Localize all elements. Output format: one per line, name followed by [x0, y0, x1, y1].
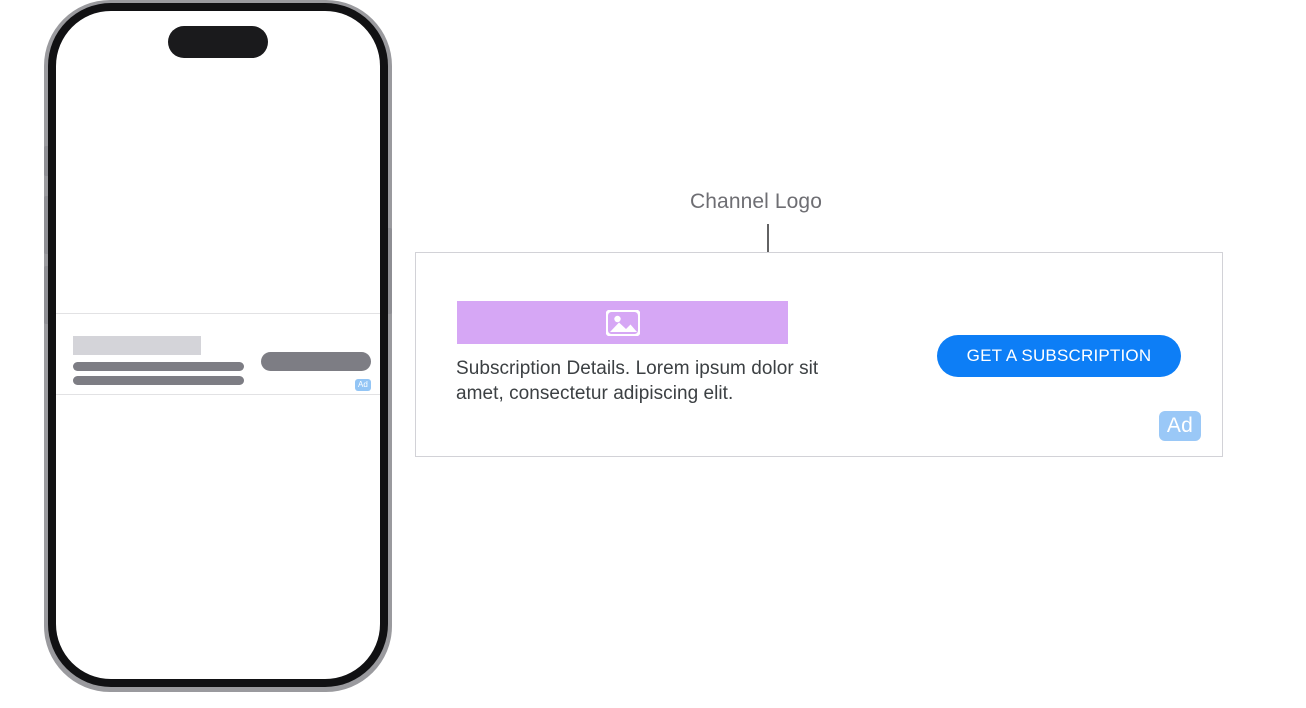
in-phone-text-line-1	[73, 362, 244, 371]
in-phone-ad-banner[interactable]: Ad	[56, 313, 380, 395]
phone-power-button[interactable]	[388, 228, 392, 314]
in-phone-cta-button[interactable]	[261, 352, 371, 371]
phone-screen: Ad	[56, 11, 380, 679]
ad-badge: Ad	[1158, 411, 1201, 441]
in-phone-text-line-2	[73, 376, 244, 385]
phone-volume-down-button[interactable]	[44, 266, 48, 324]
ad-detail-panel: Subscription Details. Lorem ipsum dolor …	[415, 252, 1223, 457]
image-placeholder-icon	[605, 309, 640, 336]
smartphone-mockup: Ad	[44, 0, 392, 692]
phone-silent-switch[interactable]	[44, 146, 48, 176]
in-phone-logo-placeholder	[73, 336, 201, 355]
dynamic-island	[168, 26, 268, 58]
in-phone-ad-badge: Ad	[355, 379, 371, 391]
callout-label: Channel Logo	[690, 190, 822, 213]
phone-volume-up-button[interactable]	[44, 196, 48, 254]
subscription-description: Subscription Details. Lorem ipsum dolor …	[456, 358, 819, 404]
get-a-subscription-button[interactable]: GET A SUBSCRIPTION	[937, 335, 1181, 377]
channel-logo-placeholder	[457, 301, 788, 344]
